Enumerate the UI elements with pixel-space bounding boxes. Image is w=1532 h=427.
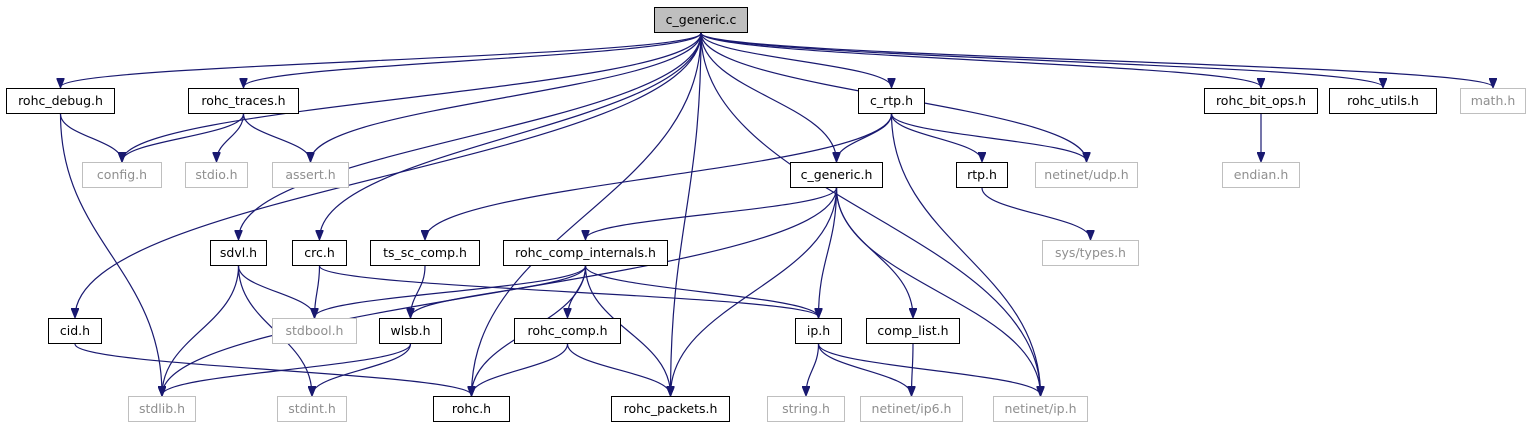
node-cid-h[interactable]: cid.h bbox=[48, 318, 102, 344]
edge-c-rtp-h-to-netinet-udp-h bbox=[890, 113, 1087, 161]
edge-c-generic-c-to-c-rtp-h bbox=[700, 32, 892, 87]
edge-rohc-comp-internals-h-to-ip-h bbox=[584, 265, 819, 317]
edge-c-generic-c-to-rohc-utils-h bbox=[700, 32, 1383, 87]
node-rohc-packets-h[interactable]: rohc_packets.h bbox=[611, 396, 730, 422]
edge-c-generic-c-to-rohc-packets-h bbox=[671, 32, 702, 395]
node-config-h: config.h bbox=[82, 162, 162, 188]
edge-c-generic-h-to-netinet-ip-h bbox=[835, 187, 1041, 395]
edge-crc-h-to-stdbool-h bbox=[315, 265, 321, 317]
node-stdio-h: stdio.h bbox=[185, 162, 248, 188]
node-rohc-debug-h[interactable]: rohc_debug.h bbox=[6, 88, 115, 114]
edge-rohc-comp-h-to-rohc-packets-h bbox=[566, 343, 671, 395]
node-sdvl-h[interactable]: sdvl.h bbox=[210, 240, 267, 266]
node-rohc-h[interactable]: rohc.h bbox=[433, 396, 510, 422]
node-comp-list-h[interactable]: comp_list.h bbox=[866, 318, 960, 344]
edge-rohc-comp-internals-h-to-stdbool-h bbox=[315, 265, 587, 317]
node-c-rtp-h[interactable]: c_rtp.h bbox=[858, 88, 925, 114]
edge-rohc-comp-internals-h-to-rohc-packets-h bbox=[584, 265, 671, 395]
edge-rohc-comp-h-to-rohc-h bbox=[472, 343, 569, 395]
node-stdbool-h: stdbool.h bbox=[272, 318, 357, 344]
edge-c-rtp-h-to-netinet-ip-h bbox=[890, 113, 1041, 395]
edge-c-generic-c-to-rohc-debug-h bbox=[61, 32, 702, 87]
edge-c-generic-h-to-rohc-packets-h bbox=[671, 187, 838, 395]
edge-c-generic-c-to-c-generic-h bbox=[700, 32, 837, 161]
node-rohc-comp-h[interactable]: rohc_comp.h bbox=[514, 318, 621, 344]
node-c-generic-c[interactable]: c_generic.c bbox=[654, 7, 748, 33]
edge-c-generic-c-to-rohc-traces-h bbox=[244, 32, 702, 87]
edge-c-rtp-h-to-c-generic-h bbox=[837, 113, 893, 161]
edge-rohc-traces-h-to-config-h bbox=[122, 113, 245, 161]
edge-c-rtp-h-to-rtp-h bbox=[890, 113, 983, 161]
node-rohc-traces-h[interactable]: rohc_traces.h bbox=[188, 88, 299, 114]
edge-rohc-debug-h-to-stdlib-h bbox=[59, 113, 163, 395]
edge-rtp-h-to-sys-types-h bbox=[981, 187, 1091, 239]
edge-ip-h-to-netinet-ip-h bbox=[817, 343, 1041, 395]
node-wlsb-h[interactable]: wlsb.h bbox=[379, 318, 442, 344]
node-netinet-ip-h: netinet/ip.h bbox=[993, 396, 1088, 422]
edge-c-generic-c-to-assert-h bbox=[311, 32, 702, 161]
node-netinet-ip6-h: netinet/ip6.h bbox=[860, 396, 963, 422]
node-sys-types-h: sys/types.h bbox=[1042, 240, 1139, 266]
edge-c-generic-h-to-ip-h bbox=[819, 187, 838, 317]
edge-c-generic-c-to-cid-h bbox=[75, 32, 702, 317]
edge-ip-h-to-netinet-ip6-h bbox=[817, 343, 912, 395]
edge-cid-h-to-rohc-h bbox=[74, 343, 472, 395]
node-string-h: string.h bbox=[767, 396, 845, 422]
edge-c-generic-c-to-crc-h bbox=[320, 32, 702, 239]
edge-c-rtp-h-to-ts-sc-comp-h bbox=[425, 113, 893, 239]
node-rohc-bit-ops-h[interactable]: rohc_bit_ops.h bbox=[1204, 88, 1318, 114]
node-c-generic-h[interactable]: c_generic.h bbox=[790, 162, 883, 188]
edge-rohc-traces-h-to-stdio-h bbox=[217, 113, 245, 161]
edge-wlsb-h-to-stdint-h bbox=[312, 343, 412, 395]
edge-rohc-comp-internals-h-to-wlsb-h bbox=[411, 265, 587, 317]
node-ts-sc-comp-h[interactable]: ts_sc_comp.h bbox=[370, 240, 480, 266]
edge-layer bbox=[59, 32, 1494, 395]
node-assert-h: assert.h bbox=[272, 162, 349, 188]
edge-c-generic-c-to-config-h bbox=[122, 32, 702, 161]
edge-c-generic-c-to-math-h bbox=[700, 32, 1493, 87]
edge-sdvl-h-to-stdlib-h bbox=[162, 265, 240, 395]
node-rohc-comp-internals-h[interactable]: rohc_comp_internals.h bbox=[503, 240, 668, 266]
edge-rohc-traces-h-to-assert-h bbox=[242, 113, 311, 161]
node-netinet-udp-h: netinet/udp.h bbox=[1035, 162, 1138, 188]
node-stdlib-h: stdlib.h bbox=[128, 396, 196, 422]
edge-comp-list-h-to-netinet-ip6-h bbox=[912, 343, 914, 395]
edge-c-generic-c-to-rohc-bit-ops-h bbox=[700, 32, 1261, 87]
edge-c-generic-c-to-netinet-ip-h bbox=[700, 32, 1041, 395]
node-ip-h[interactable]: ip.h bbox=[795, 318, 842, 344]
edge-c-generic-h-to-rohc-comp-internals-h bbox=[586, 187, 838, 239]
edge-c-generic-c-to-sdvl-h bbox=[239, 32, 702, 239]
node-stdint-h: stdint.h bbox=[277, 396, 347, 422]
edge-ip-h-to-string-h bbox=[806, 343, 820, 395]
node-rohc-utils-h[interactable]: rohc_utils.h bbox=[1329, 88, 1437, 114]
edge-sdvl-h-to-stdbool-h bbox=[237, 265, 315, 317]
edge-c-generic-c-to-rohc-h bbox=[472, 32, 702, 395]
node-math-h: math.h bbox=[1460, 88, 1526, 114]
node-endian-h: endian.h bbox=[1222, 162, 1300, 188]
edge-crc-h-to-ip-h bbox=[318, 265, 819, 317]
edge-rohc-debug-h-to-config-h bbox=[59, 113, 123, 161]
edge-wlsb-h-to-stdlib-h bbox=[162, 343, 412, 395]
node-crc-h[interactable]: crc.h bbox=[292, 240, 347, 266]
node-rtp-h[interactable]: rtp.h bbox=[956, 162, 1008, 188]
